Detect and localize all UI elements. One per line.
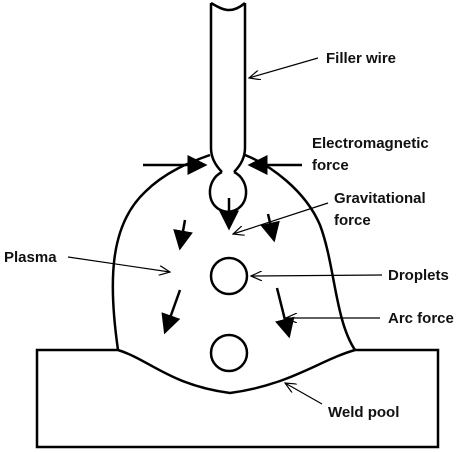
base-plate [35,348,440,449]
leader-gravitational [233,202,329,234]
leader-filler-wire [249,57,319,78]
label-arc-force: Arc force [388,310,454,327]
label-gravitational-line2: force [334,212,371,229]
arc-arrow-1 [173,219,193,251]
label-droplets: Droplets [388,267,449,284]
leader-weld-pool [285,383,323,405]
droplet-1 [209,256,249,296]
arc-arrow-4 [275,287,295,339]
label-plasma: Plasma [4,249,57,266]
label-gravitational-line1: Gravitational [334,190,426,207]
arc-arrow-3 [161,289,182,335]
arc-arrow-2 [260,213,280,243]
filler-wire [209,1,247,173]
label-weld-pool: Weld pool [328,404,399,421]
label-filler-wire: Filler wire [326,50,396,67]
plasma-arc-outline [111,153,357,351]
leader-droplets [251,275,383,276]
label-electromagnetic-line2: force [312,157,349,174]
leader-plasma [67,256,170,272]
label-electromagnetic-line1: Electromagnetic [312,135,429,152]
droplet-2 [209,333,249,373]
